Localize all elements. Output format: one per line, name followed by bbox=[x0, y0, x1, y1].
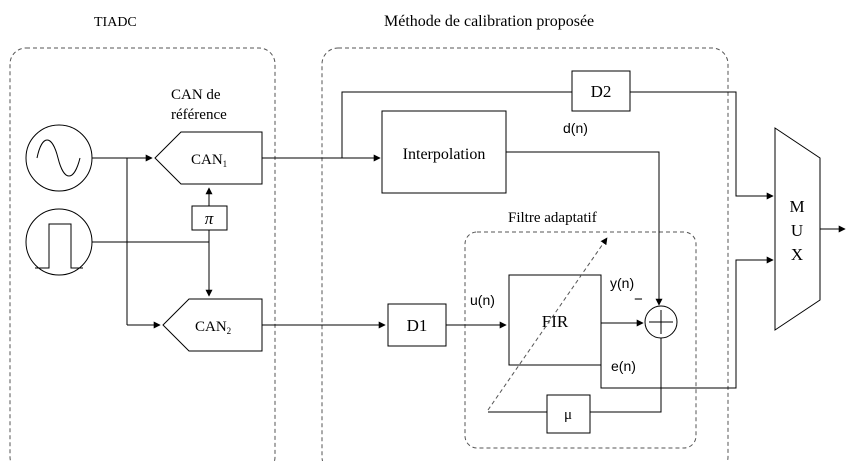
d-n-label: d(n) bbox=[563, 120, 588, 136]
calibration-method-title: Méthode de calibration proposée bbox=[384, 13, 594, 30]
d2-label: D2 bbox=[591, 82, 612, 101]
tiadc-group-boundary bbox=[9, 47, 276, 461]
tiadc-title: TIADC bbox=[94, 15, 137, 30]
square-source bbox=[25, 208, 93, 276]
adaptive-filter-title: Filtre adaptatif bbox=[508, 210, 597, 226]
interpolation-label: Interpolation bbox=[403, 146, 486, 163]
pi-phase-block bbox=[191, 205, 228, 231]
mux-letter-x: X bbox=[791, 245, 803, 264]
interpolation-block bbox=[381, 110, 507, 194]
can2-label: CAN bbox=[195, 319, 227, 335]
y-n-label: y(n) bbox=[610, 275, 634, 291]
calibration-group-boundary bbox=[321, 47, 729, 461]
u-n-label: u(n) bbox=[470, 292, 495, 308]
can2-subscript: 2 bbox=[227, 326, 232, 336]
d1-label: D1 bbox=[407, 316, 428, 335]
can1-label: CAN bbox=[191, 152, 223, 168]
mux-letter-m: M bbox=[789, 197, 804, 216]
minus-sign: − bbox=[634, 291, 643, 308]
mux-block bbox=[774, 127, 821, 331]
fir-label: FIR bbox=[542, 312, 569, 331]
mu-step-block bbox=[546, 394, 591, 434]
sine-source bbox=[25, 124, 93, 192]
fir-filter-block bbox=[508, 274, 602, 366]
can1-subscript: 1 bbox=[223, 159, 228, 169]
adaptive-filter-boundary bbox=[464, 231, 697, 449]
can-reference-label: CAN de bbox=[171, 87, 221, 103]
can-reference-label-2: référence bbox=[171, 107, 227, 123]
e-n-label: e(n) bbox=[611, 358, 636, 374]
svg-text:CAN2: CAN2 bbox=[195, 319, 231, 336]
pi-symbol: π bbox=[205, 209, 214, 228]
d2-delay-block bbox=[571, 70, 631, 112]
mu-label: μ bbox=[564, 407, 572, 423]
square-wave-icon bbox=[35, 223, 83, 269]
sine-wave-icon bbox=[36, 139, 81, 177]
mux-letter-u: U bbox=[791, 221, 803, 240]
svg-text:CAN1: CAN1 bbox=[191, 152, 227, 169]
